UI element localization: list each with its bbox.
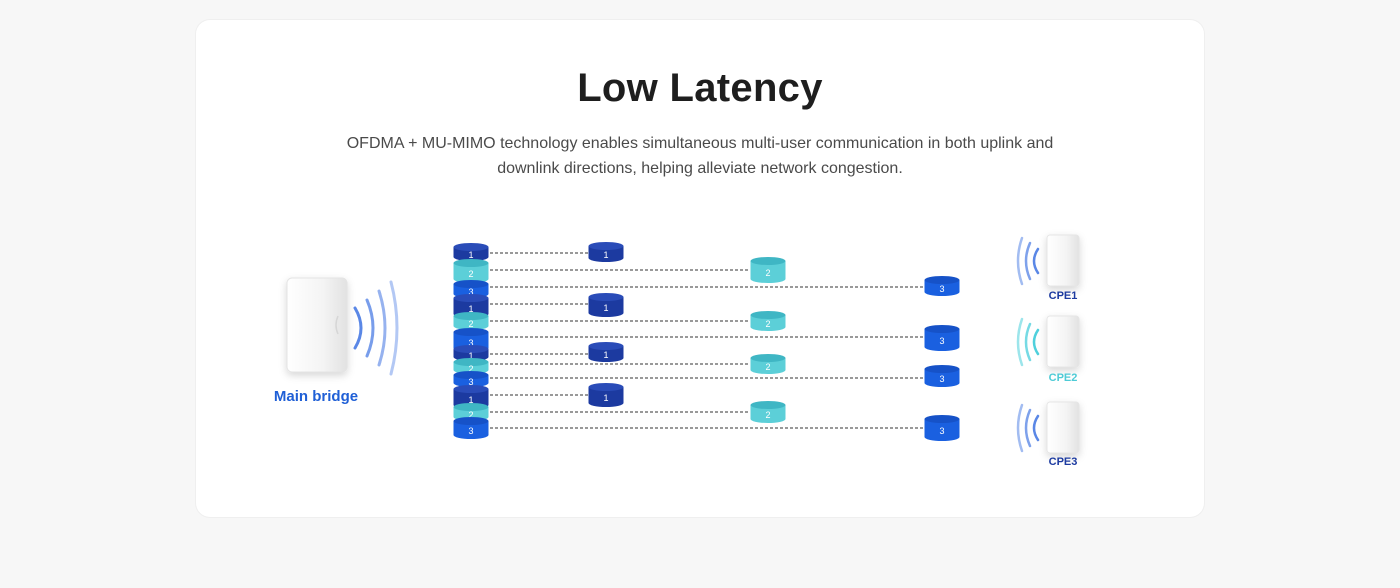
packet-number: 1 (468, 250, 473, 260)
stack-packet: 3 (453, 417, 489, 439)
stream-packet: 1 (588, 242, 624, 262)
stream-packets: 1 2 3 1 2 3 1 2 3 1 2 3 (588, 242, 960, 441)
packet-number: 3 (939, 426, 944, 436)
packet-number: 1 (603, 250, 608, 260)
page-title: Low Latency (577, 66, 823, 110)
stack-packet: 3 (453, 371, 489, 387)
wave-arc (353, 306, 363, 350)
stream-packet: 1 (588, 383, 624, 407)
stack-packet: 1 (453, 243, 489, 261)
cpe-device: CPE2 (1016, 315, 1080, 384)
packet-number: 1 (468, 304, 473, 314)
packet-number: 1 (468, 395, 473, 405)
cpe-body (1046, 401, 1080, 454)
stream-packet: 2 (750, 354, 786, 374)
packet-number: 1 (468, 351, 473, 361)
packet-number: 3 (939, 374, 944, 384)
packet-number: 2 (765, 410, 770, 420)
main-bridge-device (286, 277, 348, 373)
wave-arc (1024, 241, 1032, 281)
stack-packet: 1 (453, 345, 489, 361)
packet-number: 2 (765, 268, 770, 278)
packet-number: 3 (939, 284, 944, 294)
packet-number: 2 (765, 319, 770, 329)
packet-number: 2 (468, 410, 473, 420)
stream-packet: 1 (588, 342, 624, 362)
stream-packet: 2 (750, 311, 786, 331)
cpe-label: CPE3 (1049, 456, 1078, 468)
stack-packet: 2 (453, 259, 489, 283)
main-bridge-label: Main bridge (274, 388, 358, 405)
connection-lines (490, 252, 924, 429)
page-subtitle: OFDMA + MU-MIMO technology enables simul… (346, 135, 1054, 177)
wave-arc (1032, 328, 1040, 356)
wave-arc (1032, 414, 1040, 442)
packet-stack: 1 2 3 1 2 3 1 2 3 1 2 3 (453, 243, 489, 439)
packet-number: 2 (468, 364, 473, 374)
packet-number: 2 (468, 319, 473, 329)
stack-packet: 2 (453, 358, 489, 374)
packet-number: 3 (468, 426, 473, 436)
wave-arc (1032, 247, 1040, 275)
packet-number: 2 (765, 362, 770, 372)
cpe-device: CPE3 (1016, 401, 1080, 468)
packet-number: 3 (939, 336, 944, 346)
wave-arc (365, 298, 375, 358)
packet-number: 3 (468, 287, 473, 297)
stream-packet: 3 (924, 365, 960, 387)
signal-waves-icon (353, 280, 399, 376)
packet-number: 3 (468, 338, 473, 348)
packet-number: 1 (603, 350, 608, 360)
stream-packet: 1 (588, 293, 624, 317)
cpe-label: CPE1 (1049, 290, 1078, 302)
cpe-body (1046, 234, 1080, 287)
wave-arc (1024, 322, 1032, 362)
packet-number: 2 (468, 269, 473, 279)
cpe-label: CPE2 (1049, 372, 1078, 384)
wave-arc (1016, 236, 1024, 286)
stack-packet: 2 (453, 312, 489, 330)
wave-arc (389, 280, 399, 376)
wave-arc (377, 289, 387, 367)
stack-packet: 2 (453, 403, 489, 421)
cpe-body (1046, 315, 1080, 368)
stream-packet: 2 (750, 401, 786, 423)
cpe-device: CPE1 (1016, 234, 1080, 302)
stack-packet: 3 (453, 280, 489, 298)
packet-number: 1 (603, 303, 608, 313)
stream-packet: 3 (924, 276, 960, 296)
stream-packet: 3 (924, 415, 960, 441)
stream-packet: 2 (750, 257, 786, 283)
wave-arc (1024, 408, 1032, 448)
stream-packet: 3 (924, 325, 960, 351)
wave-arc (1016, 317, 1024, 367)
packet-number: 1 (603, 393, 608, 403)
wave-arc (1016, 403, 1024, 453)
packet-number: 3 (468, 377, 473, 387)
